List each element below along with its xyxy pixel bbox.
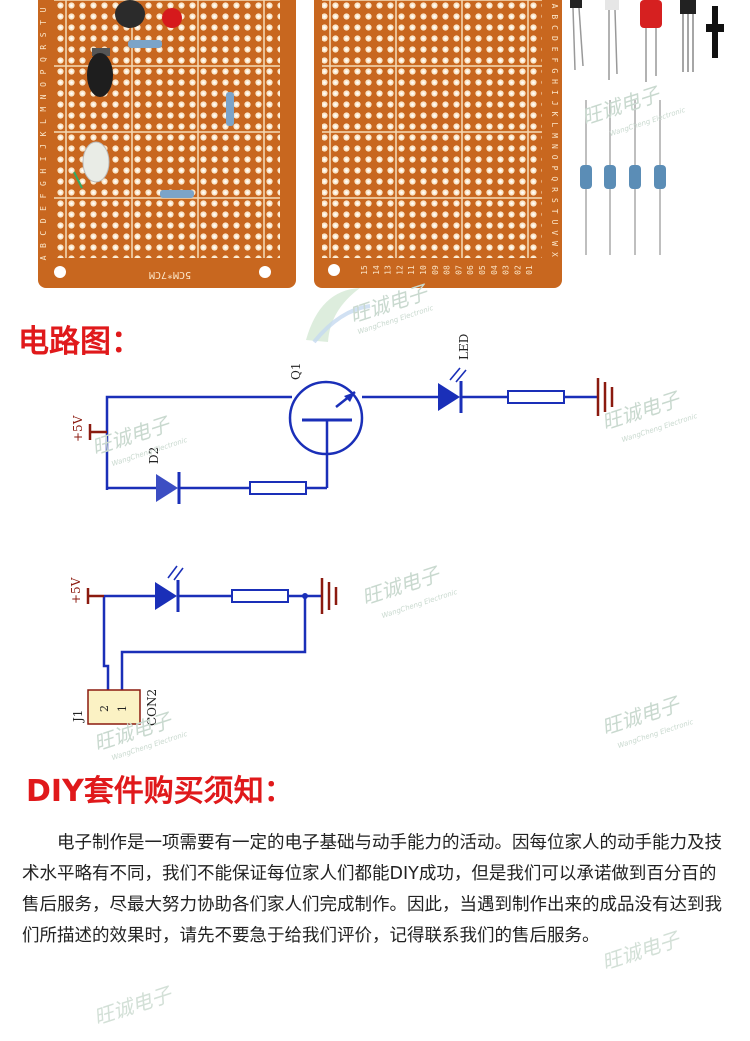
pcb-right-row-letter: T (550, 209, 559, 214)
pcb-size-label: 5CM*7CM (149, 269, 191, 280)
pcb-board-right (314, 0, 562, 288)
pcb-left-row-letter: U (39, 7, 48, 12)
circuit-2-svg: 2 1 +5V J1 CON2 (69, 565, 338, 726)
pcb-right-col-number: 04 (490, 265, 499, 275)
pcb-left-row-letter: A (39, 255, 48, 260)
pcb-left-row-letter: Q (39, 57, 48, 62)
pcb-left-row-letter: K (39, 131, 48, 136)
pcb-right-row-letter: A (550, 4, 559, 9)
pcb-left-row-letter: H (39, 169, 48, 174)
watermark-cn: 旺诚电子 (90, 982, 175, 1030)
pcb-right-row-letter: Q (550, 176, 559, 181)
pcb-left-row-letters: A B C D E F G H I J K L M N O P Q R S T U (39, 7, 48, 260)
pcb-right-row-letter: N (550, 144, 559, 149)
loose-components (570, 0, 724, 255)
pcb-right-row-letter: P (550, 166, 559, 171)
pcb-right-row-letter: R (550, 187, 559, 192)
pcb-right-col-number: 06 (466, 265, 475, 275)
circuit-diagram-1: +5V Q1 LED D2 (0, 320, 750, 510)
pcb-right-row-letter: I (550, 90, 559, 95)
pcb-right-row-letter: L (550, 122, 559, 127)
pcb-right-row-letter: E (550, 47, 559, 52)
pcb-left-row-letter: I (39, 156, 48, 161)
transistor-label: Q1 (289, 363, 303, 380)
circuit-heading: 电路图： (18, 324, 142, 360)
pcb-left-row-letter: P (39, 69, 48, 74)
pcb-right-row-letter: M (550, 133, 559, 138)
pcb-left-row-letter: N (39, 94, 48, 99)
pcb-right-col-number: 01 (525, 265, 534, 275)
pcb-board-left (38, 0, 296, 288)
pcb-right-col-number: 07 (454, 265, 463, 275)
pcb-left-row-letter: D (39, 218, 48, 223)
pcb-right-col-number: 13 (384, 265, 393, 275)
ground-symbol-1 (596, 378, 614, 416)
connector-pin2: 2 (98, 705, 111, 712)
pcb-right-col-number: 02 (513, 265, 522, 275)
pcb-right-row-letters: AB C D E FG H I J KL M N O PQ R S T UV W X (550, 4, 559, 257)
connector-type-label: CON2 (145, 689, 159, 726)
pcb-right-row-letter: B (550, 14, 559, 19)
pcb-right-row-letter: D (550, 36, 559, 41)
supply-terminal-1 (88, 424, 107, 440)
ground-symbol-2 (320, 578, 338, 614)
pcb-left-row-letter: J (39, 144, 48, 149)
pcb-left-row-letter: M (39, 107, 48, 112)
diy-notice-heading: DIY套件购买须知： (26, 774, 294, 809)
pcb-right-row-letter: U (550, 220, 559, 225)
pcb-right-row-letter: C (550, 25, 559, 30)
pcb-right-row-letter: K (550, 112, 559, 117)
pcb-right-col-number: 09 (431, 265, 440, 275)
led-label: LED (457, 334, 471, 360)
pcb-left-row-letter: B (39, 243, 48, 248)
pcb-right-col-number: 03 (502, 265, 511, 275)
pcb-left-row-letter: T (39, 20, 48, 25)
pcb-components (73, 0, 234, 198)
pcb-right-col-number: 05 (478, 265, 487, 275)
pcb-left-row-letter: F (39, 193, 48, 198)
pcb-left-row-letter: C (39, 231, 48, 236)
pcb-right-row-letter: V (550, 230, 559, 235)
pcb-left-row-letter: O (39, 82, 48, 87)
circuit-diagram-2: 2 1 +5V J1 CON2 (0, 540, 750, 740)
pcb-right-col-number: 08 (443, 265, 452, 275)
connector-pin1: 1 (116, 705, 129, 712)
pcb-right-row-letter: G (550, 68, 559, 73)
pcb-left-row-letter: L (39, 119, 48, 124)
connector-label: J1 (71, 710, 85, 724)
ir-led-label: D2 (147, 447, 161, 464)
pcb-right-col-number: 15 (360, 265, 369, 275)
pcb-right-row-letter: O (550, 155, 559, 160)
pcb-right-col-number: 11 (407, 265, 416, 275)
pcb-right-row-letter: F (550, 58, 559, 63)
pcb-right-col-number: 10 (419, 265, 428, 275)
pcb-left-row-letter: G (39, 181, 48, 186)
supply-terminal-2 (86, 588, 104, 604)
pcb-right-col-number: 14 (372, 265, 381, 275)
pcb-right-row-letter: X (550, 252, 559, 257)
supply-label-2: +5V (69, 577, 83, 604)
pcb-right-col-number: 12 (395, 265, 404, 275)
circuit-1-svg: +5V Q1 LED D2 (71, 334, 614, 504)
pcb-left-row-letter: S (39, 32, 48, 37)
pcb-left-row-letter: R (39, 45, 48, 50)
pcb-right-row-letter: S (550, 198, 559, 203)
pcb-right-row-letter: H (550, 79, 559, 84)
diy-notice-text: 电子制作是一项需要有一定的电子基础与动手能力的活动。因每位家人的动手能力及技术水… (22, 833, 722, 946)
pcb-left-row-letter: E (39, 206, 48, 211)
supply-label-1: +5V (71, 415, 85, 442)
pcb-right-row-letter: W (550, 241, 559, 246)
connector-j1: 2 1 (87, 689, 141, 725)
pcb-right-row-letter: J (550, 101, 559, 106)
